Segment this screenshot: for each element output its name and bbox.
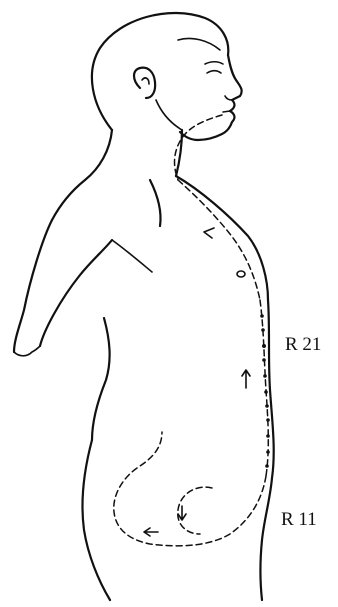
arrow-chest	[204, 228, 214, 238]
shoulder-crease	[112, 240, 152, 272]
meridian-inner-hook	[178, 487, 212, 534]
point-dot	[265, 404, 269, 408]
point-dot	[260, 314, 264, 318]
point-dot	[266, 450, 270, 454]
back-arm-outline	[14, 220, 52, 352]
point-dot	[265, 464, 269, 468]
chest-front	[176, 176, 268, 300]
hair-outline	[92, 13, 228, 130]
meridian-abdomen-segment	[260, 300, 268, 476]
arrow-abdomen	[242, 370, 250, 388]
shoulder	[150, 180, 161, 226]
jaw-line	[156, 100, 182, 130]
eye	[207, 71, 221, 73]
hairline	[178, 38, 220, 50]
point-dot	[263, 374, 267, 378]
meridian-path	[114, 115, 269, 546]
back-side	[92, 318, 110, 440]
label-r21: R 21	[285, 335, 321, 354]
nose-detail	[225, 96, 232, 100]
arrow-hip	[144, 528, 158, 536]
face-profile	[180, 55, 242, 140]
meridian-hip-loop	[114, 432, 266, 546]
nipple	[237, 271, 245, 277]
point-dot	[262, 358, 266, 362]
point-dot	[262, 344, 266, 348]
arrow-hook	[178, 506, 186, 520]
arm-inner-edge	[40, 240, 112, 346]
back-of-neck	[52, 130, 112, 220]
ear	[134, 68, 155, 98]
mouth-line	[223, 111, 230, 112]
point-dot	[266, 434, 270, 438]
buttock	[82, 440, 110, 600]
point-dot	[261, 328, 265, 332]
meridian-chest-segment	[178, 180, 260, 300]
point-dot	[266, 418, 270, 422]
front-neck	[176, 130, 182, 176]
ear-inner	[142, 78, 149, 84]
arm-tip	[14, 346, 40, 356]
head	[92, 13, 242, 140]
point-dot	[264, 390, 268, 394]
eyebrow	[205, 62, 223, 64]
label-r11: R 11	[281, 510, 317, 529]
